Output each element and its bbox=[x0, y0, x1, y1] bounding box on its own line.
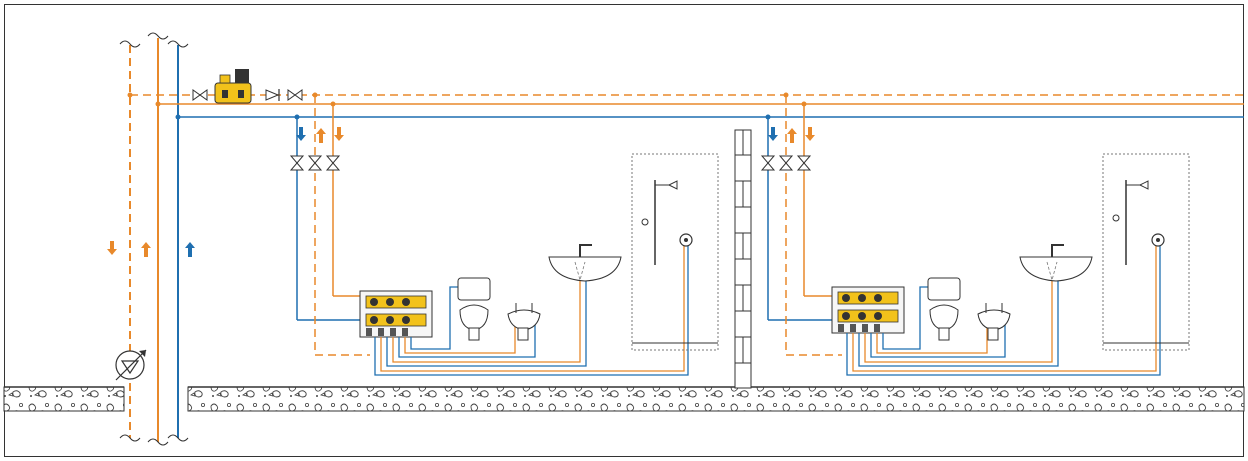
check-valve-icon bbox=[265, 89, 280, 101]
gate-valve-icon bbox=[307, 155, 323, 171]
apartment-1 bbox=[289, 92, 719, 376]
washbasin-icon bbox=[1019, 244, 1093, 282]
arrow-down-icon bbox=[334, 127, 344, 141]
mains bbox=[127, 92, 1244, 120]
arrow-down-icon bbox=[107, 241, 117, 255]
balancing-valve-icon bbox=[214, 69, 252, 104]
partition-wall bbox=[734, 129, 752, 389]
arrow-down-icon bbox=[296, 127, 306, 141]
gate-valve-icon bbox=[325, 155, 341, 171]
floor-slab bbox=[3, 386, 1245, 412]
gate-valve-icon bbox=[796, 155, 812, 171]
manifold-icon bbox=[359, 290, 433, 338]
manifold-icon bbox=[831, 286, 905, 334]
shower-icon bbox=[631, 153, 719, 351]
toilet-icon bbox=[927, 277, 961, 341]
bidet-icon bbox=[507, 303, 541, 341]
meter-icon bbox=[115, 349, 147, 381]
gate-valve-icon bbox=[760, 155, 776, 171]
frame-border bbox=[4, 4, 1244, 457]
arrow-down-icon bbox=[805, 127, 815, 141]
gate-valve-icon bbox=[192, 89, 208, 101]
arrow-up-icon bbox=[185, 242, 195, 257]
bidet-icon bbox=[977, 303, 1011, 341]
arrow-up-icon bbox=[141, 242, 151, 257]
arrow-up-icon bbox=[787, 128, 797, 143]
gate-valve-icon bbox=[778, 155, 794, 171]
apartment-2 bbox=[760, 92, 1190, 376]
gate-valve-icon bbox=[287, 89, 303, 101]
shower-icon bbox=[1102, 153, 1190, 351]
washbasin-icon bbox=[548, 244, 622, 282]
arrow-down-icon bbox=[768, 127, 778, 141]
arrow-up-icon bbox=[316, 128, 326, 143]
gate-valve-icon bbox=[289, 155, 305, 171]
toilet-icon bbox=[457, 277, 491, 341]
